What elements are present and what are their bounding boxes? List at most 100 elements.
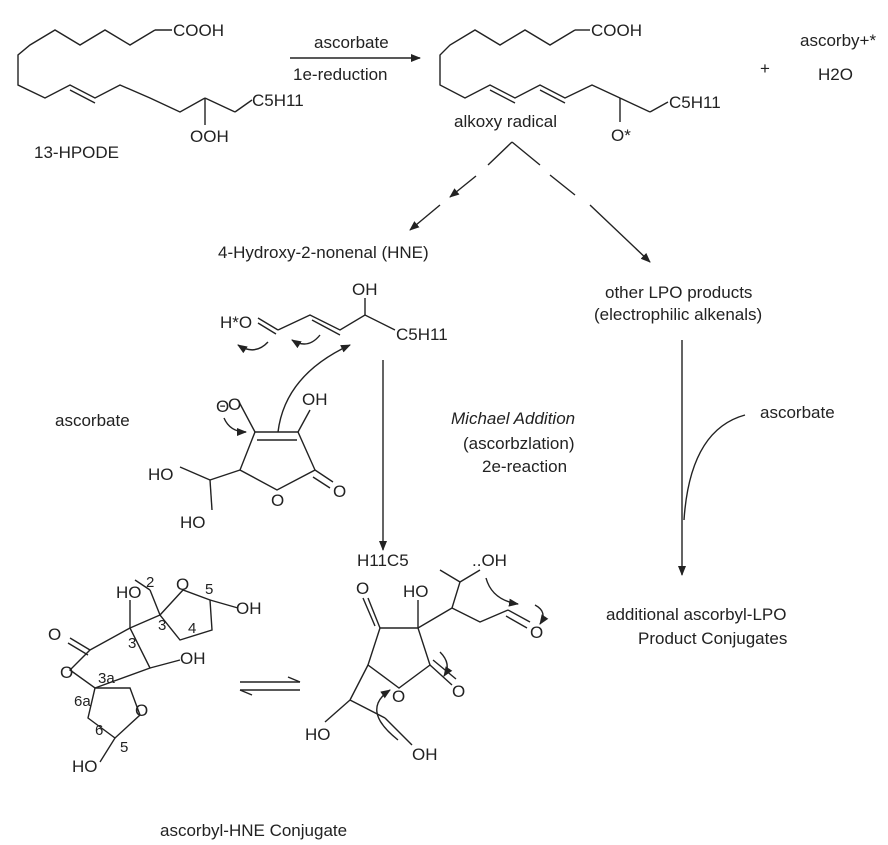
ring-number-3-lactone: 3 [128,635,136,652]
open-curly-arrow-1 [485,577,519,607]
hne-structure: H*O OH C5H11 [220,280,448,354]
open-side-5 [349,699,386,719]
ascorbate-o-minus-bond [237,399,256,433]
ascorbate-o-minus-label: Θ [216,397,229,416]
alkoxy-c5h11-label: C5H11 [669,93,721,112]
lpo-name-line1: other LPO products [605,283,752,302]
reaction-subname: (ascorbzlation) [463,434,575,453]
bicyclic-lactone-o-label: O [60,663,73,682]
hne-curly-arrow-2 [291,334,321,349]
ascorbate-structure: Θ O OH O O HO HO [148,344,351,532]
alkoxy-o-radical-label: O* [611,126,631,145]
ascorbate-co-double [312,476,331,489]
byproduct-plus: + [760,59,770,78]
hpode-cooh-label: COOH [173,21,224,40]
bicyclic-thf-ring [159,589,213,641]
bicyclic-co-double [67,642,89,656]
hne-name: 4-Hydroxy-2-nonenal (HNE) [218,243,429,262]
bicyclic-link-bond [129,614,161,629]
hpode-double-bond [69,89,96,104]
split-right-dash-1 [511,141,541,166]
alkoxy-double-bond-2 [539,89,566,104]
open-ketone-o-label: O [452,682,465,701]
ring-number-2: 2 [146,574,154,591]
open-oh-bond [459,569,481,583]
ascorbate-label-left: ascorbate [55,411,130,430]
hpode-structure: COOH C5H11 OOH [17,21,304,146]
ascorbate-side-2 [179,466,211,481]
bicyclic-3a-oh-label: OH [180,649,206,668]
open-ho-label-bottom: HO [305,725,331,744]
ring-number-3-thf: 3 [158,617,166,634]
open-conjugate-structure: O HO O O H11C5 ..OH O HO OH [305,551,549,764]
ascorbate-carbonyl-o-label: O [333,482,346,501]
bicyclic-co-bond [69,637,91,651]
bicyclic-6-oh-bond [99,737,116,763]
hpode-ooh-label: OOH [190,127,229,146]
ring-number-6: 6 [95,722,103,739]
ascorbate-o-label: O [228,395,241,414]
ascorbate-ring [239,431,316,491]
hne-cc-double [311,319,341,336]
hpode-name: 13-HPODE [34,143,119,162]
bicyclic-thf-oh-bond [209,599,239,609]
ascorbate-curly-arrow-1 [223,417,247,436]
open-oh-label-bottom: OH [412,745,438,764]
split-left-arrow [409,204,441,231]
lpo-name-line2: (electrophilic alkenals) [594,305,762,324]
open-side-chain-2 [451,607,509,623]
bicyclic-furan-ring [87,687,141,739]
alkoxy-double-bond-1 [489,89,516,104]
split-left-dash-2 [449,175,477,198]
hne-c5h11-label: C5H11 [396,325,448,344]
bicyclic-carbonyl-o-label: O [48,625,61,644]
ring-number-3a: 3a [98,670,115,687]
split-right-arrow [589,204,651,263]
hne-oh-label: OH [352,280,378,299]
open-carbonyl-o-label: O [356,579,369,598]
open-curly-arrow-2 [534,604,549,625]
bicyclic-methyl-end [134,579,151,591]
open-side-3 [349,664,369,701]
ring-number-5-furan: 5 [120,739,128,756]
hpode-c5h11-bond [234,99,253,113]
open-ho-label: HO [403,582,429,601]
additional-name-line2: Product Conjugates [638,629,787,648]
bicyclic-thf-oh-label: OH [236,599,262,618]
ring-number-5-thf: 5 [205,581,213,598]
bicyclic-furan-o-label: O [135,701,148,720]
open-lactone-ring [367,627,431,689]
ascorbate-side-3 [209,479,213,511]
byproduct-water: H2O [818,65,853,84]
ascorbate-ho-label-2: HO [180,513,206,532]
open-co-bond [367,597,381,629]
alkoxy-chain-bond [439,29,621,99]
reduction-reagent: ascorbate [314,33,389,52]
ascorbate-ring-o-label: O [271,491,284,510]
byproduct-ascorbyl: ascorby+* [800,31,876,50]
open-h11c5-label: H11C5 [357,551,409,570]
hpode-chain-bond [17,29,206,113]
split-right-dash-2 [549,174,576,196]
equilibrium-forward-head [287,676,301,683]
right-ascorbate-arrow [683,414,746,521]
additional-name-line1: additional ascorbyl-LPO [606,605,786,624]
open-side-6 [384,717,413,746]
alkoxy-structure: COOH C5H11 O* [439,21,721,145]
ascorbate-co-bond [314,469,334,483]
hne-chain-bond [277,314,396,331]
ring-number-4: 4 [188,620,196,637]
bicyclic-methyl-bond [149,589,161,616]
ascorbate-ho-label-1: HO [148,465,174,484]
alkoxy-name: alkoxy radical [454,112,557,131]
split-left-dash-1 [487,141,513,166]
equilibrium-arrows [239,676,301,696]
open-aldehyde-o-label: O [530,623,543,642]
bicyclic-lactone-ring [68,627,151,689]
bicyclic-conjugate-structure: O O HO O OH OH O HO 2 3 3 4 5 3a 6a 6 5 [48,574,262,776]
reaction-name: Michael Addition [451,409,575,428]
alkoxy-c13-bond [619,97,651,113]
hpode-c5h11-label: C5H11 [252,91,304,110]
open-ketone-bond [429,664,453,686]
